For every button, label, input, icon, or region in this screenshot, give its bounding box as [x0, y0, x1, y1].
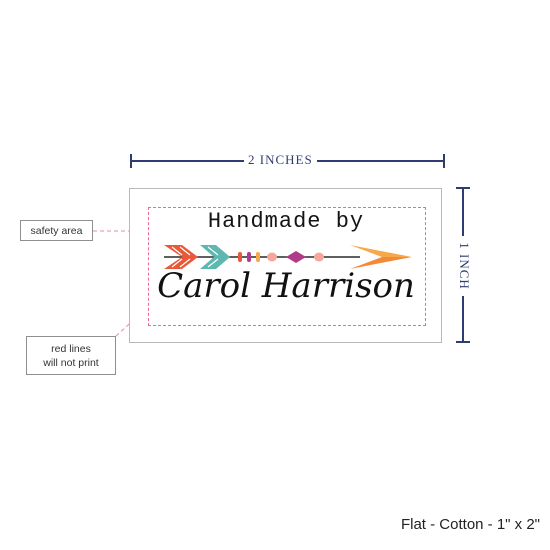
product-caption: Flat - Cotton - 1" x 2"	[400, 516, 540, 533]
decorative-arrow-icon	[164, 245, 412, 269]
red-lines-callout: red lines will not print	[26, 336, 116, 375]
beads-icon	[238, 251, 324, 263]
orange-feather-icon	[164, 245, 198, 269]
arrowhead-icon	[350, 245, 412, 269]
teal-feather-icon	[200, 245, 230, 269]
red-lines-callout-line-2: will not print	[43, 357, 99, 369]
red-lines-callout-line-1: red lines	[51, 343, 91, 355]
label-line-2: Carol Harrison	[157, 266, 415, 306]
safety-area-outline	[148, 207, 426, 326]
safety-area-callout: safety area	[20, 220, 93, 241]
width-dimension-label: 2 INCHES	[244, 152, 317, 168]
height-dimension-label: 1 INCH	[454, 236, 474, 296]
label-line-1: Handmade by	[207, 209, 365, 234]
